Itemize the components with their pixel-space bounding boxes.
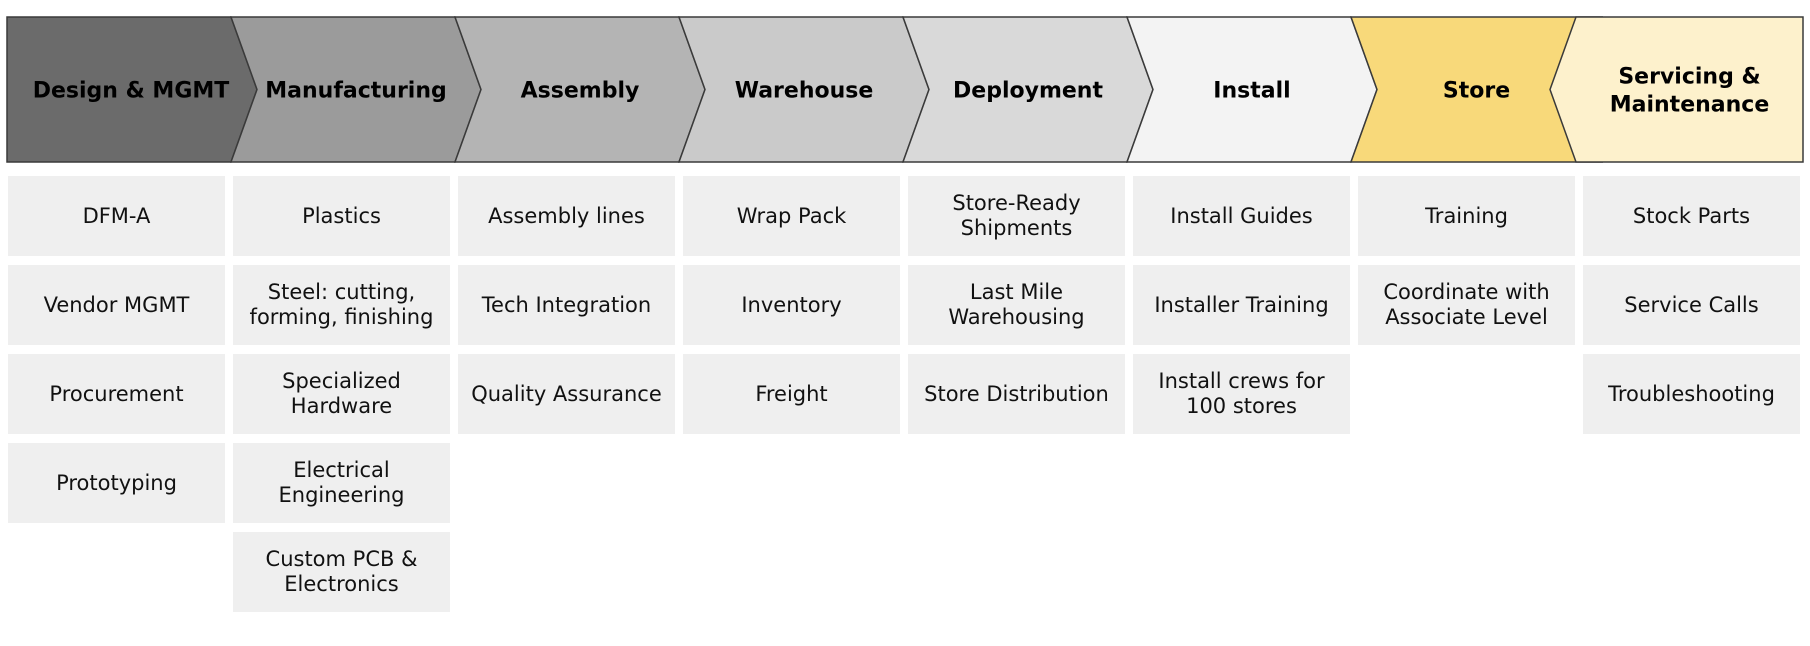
task-box: Vendor MGMT — [8, 265, 225, 345]
task-label: Stock Parts — [1632, 203, 1751, 228]
stage-label-design-and-mgmt: Design & MGMT — [33, 79, 230, 104]
task-label: Install Guides — [1170, 203, 1313, 228]
task-box: Plastics — [233, 176, 450, 256]
task-box: DFM-A — [8, 176, 225, 256]
task-box: Stock Parts — [1583, 176, 1800, 256]
task-label: Freight — [755, 381, 828, 406]
task-box: Training — [1358, 176, 1575, 256]
task-box: Prototyping — [8, 443, 225, 523]
task-label: Prototyping — [56, 470, 177, 495]
task-box: Inventory — [683, 265, 900, 345]
task-box: Coordinate with Associate Level — [1358, 265, 1575, 345]
task-box: Quality Assurance — [458, 354, 675, 434]
task-label: Last Mile Warehousing — [948, 280, 1085, 329]
task-box: Custom PCB & Electronics — [233, 532, 450, 612]
task-box: Last Mile Warehousing — [908, 265, 1125, 345]
task-box: Install crews for 100 stores — [1133, 354, 1350, 434]
task-box: Freight — [683, 354, 900, 434]
task-box: Service Calls — [1583, 265, 1800, 345]
task-label: Store Distribution — [924, 381, 1109, 406]
task-box: Electrical Engineering — [233, 443, 450, 523]
stage-label-manufacturing: Manufacturing — [265, 79, 447, 104]
stage-label-servicing-and-maintenance: Servicing &Maintenance — [1610, 65, 1770, 118]
task-box: Specialized Hardware — [233, 354, 450, 434]
task-box: Steel: cutting, forming, finishing — [233, 265, 450, 345]
task-label: Electrical Engineering — [278, 458, 405, 507]
task-box: Procurement — [8, 354, 225, 434]
stage-chevrons: Design & MGMT Manufacturing Assembly Wareho… — [6, 16, 1804, 163]
task-label: Training — [1425, 203, 1508, 228]
stage-label-assembly: Assembly — [521, 79, 640, 104]
task-box: Install Guides — [1133, 176, 1350, 256]
stage-chevron-servicing-and-maintenance — [1549, 16, 1804, 163]
stage-label-deployment: Deployment — [953, 79, 1103, 104]
task-label: Inventory — [741, 292, 842, 317]
task-label: Custom PCB & Electronics — [265, 547, 418, 596]
task-box: Tech Integration — [458, 265, 675, 345]
task-label: Steel: cutting, forming, finishing — [249, 280, 434, 329]
task-box: Troubleshooting — [1583, 354, 1800, 434]
task-label: Coordinate with Associate Level — [1383, 280, 1550, 329]
task-label: Procurement — [49, 381, 184, 406]
task-label: Install crews for 100 stores — [1158, 369, 1325, 418]
stage-label-warehouse: Warehouse — [735, 79, 874, 104]
task-label: Wrap Pack — [736, 203, 847, 228]
task-label: Service Calls — [1624, 292, 1759, 317]
stage-label-store: Store — [1443, 79, 1510, 104]
task-label: Plastics — [302, 203, 381, 228]
task-label: Installer Training — [1154, 292, 1329, 317]
task-label: Vendor MGMT — [43, 292, 190, 317]
task-label: Quality Assurance — [471, 381, 662, 406]
task-label: Store-Ready Shipments — [952, 191, 1081, 240]
task-label: DFM-A — [82, 203, 151, 228]
task-box: Wrap Pack — [683, 176, 900, 256]
task-box: Store-Ready Shipments — [908, 176, 1125, 256]
task-label: Assembly lines — [488, 203, 645, 228]
task-box: Store Distribution — [908, 354, 1125, 434]
task-label: Specialized Hardware — [282, 369, 401, 418]
task-label: Tech Integration — [481, 292, 652, 317]
task-box: Installer Training — [1133, 265, 1350, 345]
task-label: Troubleshooting — [1608, 381, 1775, 406]
stage-label-install: Install — [1213, 79, 1290, 104]
task-box: Assembly lines — [458, 176, 675, 256]
